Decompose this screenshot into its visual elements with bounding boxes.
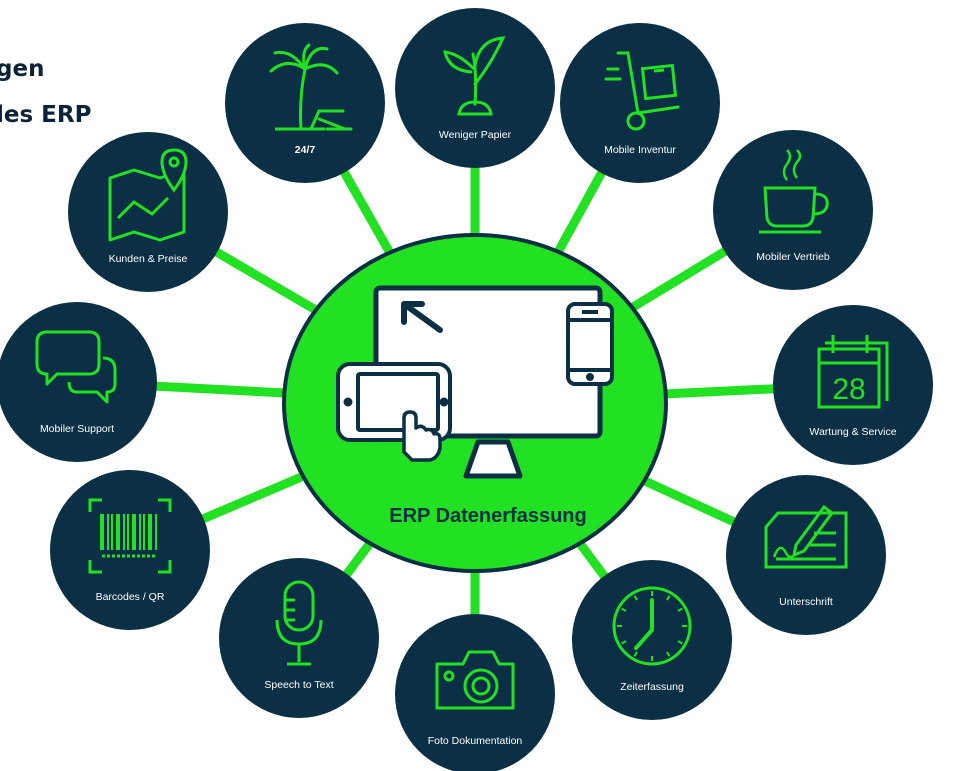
center-hub: ERP Datenerfassung xyxy=(282,233,668,573)
node-label: Mobiler Vertrieb xyxy=(756,251,830,263)
heading-line-1: gen xyxy=(0,56,45,82)
map-pin-icon xyxy=(108,148,188,242)
node-circle xyxy=(225,23,385,183)
node-circle xyxy=(0,302,157,462)
node-kunden-preise: Kunden & Preise xyxy=(68,132,228,292)
page-heading: gen les ERP xyxy=(0,46,91,138)
microphone-icon xyxy=(275,580,323,666)
node-circle xyxy=(726,475,886,635)
node-label: Weniger Papier xyxy=(439,129,512,141)
node-unterschrift: Unterschrift xyxy=(726,475,886,635)
signature-icon xyxy=(764,504,848,569)
chat-bubbles-icon xyxy=(35,330,117,404)
calendar-icon: 28 xyxy=(817,335,889,409)
node-label: Foto Dokumentation xyxy=(428,735,523,747)
node-label: Wartung & Service xyxy=(809,426,896,438)
calendar-day-number: 28 xyxy=(832,373,865,406)
node-label: Zeiterfassung xyxy=(620,681,684,693)
node-mobile-inventur: Mobile Inventur xyxy=(560,23,720,183)
hand-truck-icon xyxy=(604,51,680,131)
node-label: Kunden & Preise xyxy=(109,253,188,265)
node-circle xyxy=(773,305,933,465)
node-label: Speech to Text xyxy=(264,679,333,691)
node-weniger-papier: Weniger Papier xyxy=(395,8,555,168)
node-foto-dokumentation: Foto Dokumentation xyxy=(395,614,555,771)
node-circle xyxy=(713,130,873,290)
node-circle xyxy=(572,560,732,720)
node-mobiler-vertrieb: Mobiler Vertrieb xyxy=(713,130,873,290)
node-label: Mobiler Support xyxy=(40,423,114,435)
node-circle xyxy=(560,23,720,183)
node-zeiterfassung: Zeiterfassung xyxy=(572,560,732,720)
node-speech-to-text: Speech to Text xyxy=(219,558,379,718)
node-mobiler-support: Mobiler Support xyxy=(0,302,157,462)
node-label: 24/7 xyxy=(295,144,316,156)
tablet-icon xyxy=(336,362,452,462)
node-barcodes-qr: Barcodes / QR xyxy=(50,470,210,630)
node-label: Barcodes / QR xyxy=(96,591,165,603)
clock-icon xyxy=(612,586,692,666)
node-24-7: 24/7 xyxy=(225,23,385,183)
smartphone-icon xyxy=(566,302,614,386)
center-label: ERP Datenerfassung xyxy=(389,505,586,527)
node-circle xyxy=(219,558,379,718)
node-label: Unterschrift xyxy=(779,596,833,608)
coffee-cup-icon xyxy=(759,149,829,234)
palm-tree-icon xyxy=(269,43,353,131)
heading-line-2: les ERP xyxy=(0,102,92,128)
node-label: Mobile Inventur xyxy=(604,144,676,156)
camera-icon xyxy=(435,650,515,710)
plant-icon xyxy=(443,36,506,116)
barcode-icon xyxy=(88,498,172,574)
node-circle xyxy=(50,470,210,630)
